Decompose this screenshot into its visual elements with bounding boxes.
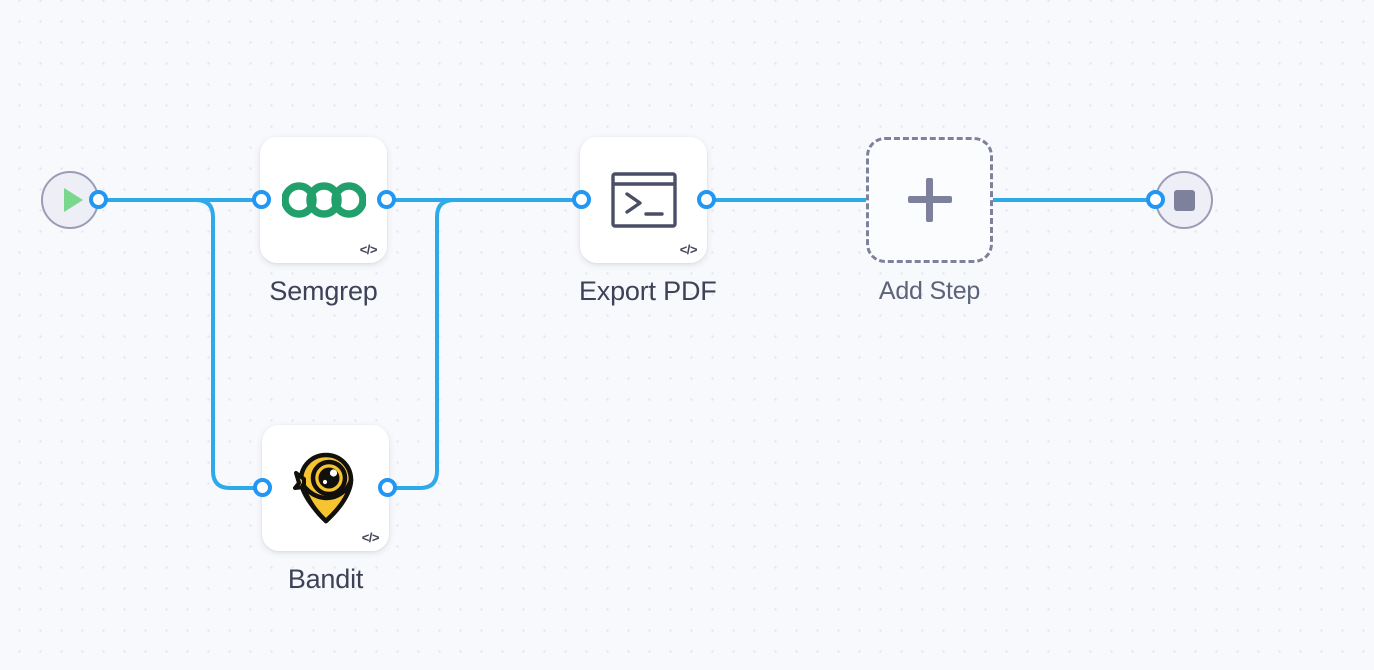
edge-start-to-bandit — [106, 198, 255, 490]
step-node-export-pdf[interactable]: </> Export PDF — [579, 137, 717, 307]
bandit-output-port[interactable] — [378, 478, 397, 497]
edge-bandit-to-exportpdf — [394, 198, 574, 490]
terminal-icon — [610, 172, 677, 228]
code-badge-icon: </> — [359, 242, 378, 257]
export-pdf-input-port[interactable] — [572, 190, 591, 209]
step-node-semgrep[interactable]: </> Semgrep — [260, 137, 387, 307]
bandit-input-port[interactable] — [253, 478, 272, 497]
stop-icon — [1173, 189, 1195, 211]
start-node-output-port[interactable] — [89, 190, 108, 209]
add-step-label: Add Step — [878, 277, 981, 305]
add-step-node[interactable]: Add Step — [866, 137, 993, 306]
code-badge-icon: </> — [679, 242, 698, 257]
step-card-export-pdf[interactable]: </> — [580, 137, 707, 263]
step-label-bandit: Bandit — [287, 564, 364, 594]
step-node-bandit[interactable]: </> Bandit — [262, 425, 389, 595]
step-label-export-pdf: Export PDF — [579, 276, 717, 306]
add-step-card[interactable] — [866, 137, 993, 263]
step-card-bandit[interactable]: </> — [262, 425, 389, 551]
bandit-logo-icon — [292, 452, 353, 524]
semgrep-output-port[interactable] — [377, 190, 396, 209]
step-card-semgrep[interactable]: </> — [260, 137, 387, 263]
play-icon — [63, 188, 83, 212]
semgrep-logo-icon — [281, 182, 366, 218]
plus-icon — [907, 178, 952, 222]
export-pdf-output-port[interactable] — [697, 190, 716, 209]
code-badge-icon: </> — [361, 530, 380, 545]
step-label-semgrep: Semgrep — [269, 276, 378, 306]
end-node-input-port[interactable] — [1146, 190, 1165, 209]
semgrep-input-port[interactable] — [252, 190, 271, 209]
